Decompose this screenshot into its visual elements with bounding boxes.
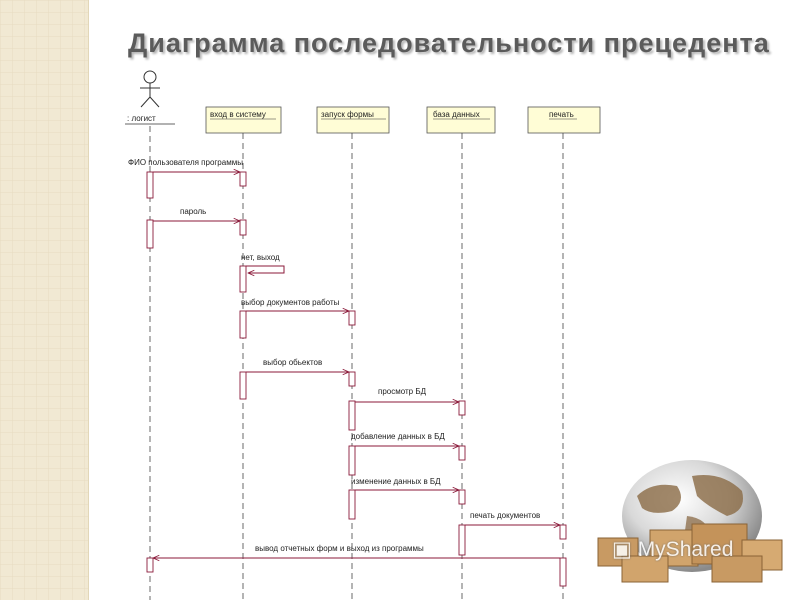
page-title: Диаграмма последовательности прецедента	[128, 28, 770, 58]
message-label: добавление данных в БД	[351, 432, 445, 441]
activation-bar	[239, 371, 247, 400]
message-label: нет, выход	[241, 253, 280, 262]
lifelines	[149, 126, 564, 600]
lifeline-label-print: печать	[549, 110, 574, 119]
lifeline-label-form: запуск формы	[321, 110, 374, 119]
globe-boxes-illustration	[592, 456, 792, 586]
activation-bar	[458, 524, 466, 556]
activation-bar	[239, 219, 247, 236]
activation-bars	[146, 171, 567, 587]
page-side-border	[0, 0, 89, 600]
message-label: просмотр БД	[378, 387, 427, 396]
activation-bar	[239, 310, 247, 339]
message-arrows	[153, 172, 560, 558]
message-label: изменение данных в БД	[351, 477, 441, 486]
activation-bar	[559, 557, 567, 587]
activation-bar	[239, 171, 247, 187]
activation-bar	[458, 489, 466, 505]
presentation-icon: ▣	[612, 538, 638, 561]
activation-bar	[146, 219, 154, 249]
watermark-text: MyShared	[637, 538, 734, 561]
activation-bar	[348, 489, 356, 520]
activation-bar	[146, 557, 154, 573]
activation-bar	[146, 171, 154, 199]
activation-bar	[458, 445, 466, 461]
message-label: вывод отчетных форм и выход из программы	[255, 544, 424, 553]
lifeline-box-database: база данных	[426, 106, 496, 134]
activation-bar	[348, 310, 356, 326]
border-pattern	[0, 0, 88, 600]
message-label: пароль	[180, 207, 206, 216]
activation-bar	[458, 400, 466, 416]
activation-bar	[348, 400, 356, 431]
actor-label: : логист	[127, 114, 156, 123]
message-label: печать документов	[470, 511, 540, 520]
lifeline-box-login: вход в систему	[205, 106, 282, 134]
message-label: выбор документов работы	[241, 298, 340, 307]
activation-bar	[559, 524, 567, 540]
activation-bar	[239, 265, 247, 293]
activation-bar	[348, 371, 356, 387]
lifeline-label-login: вход в систему	[210, 110, 266, 119]
lifeline-box-print: печать	[527, 106, 601, 134]
actor-logist: : логист	[125, 70, 175, 125]
lifeline-label-database: база данных	[433, 110, 480, 119]
globe-icon	[597, 460, 783, 583]
message-label: ФИО пользователя программы	[128, 158, 243, 167]
watermark-logo: ▣ MyShared	[612, 537, 733, 562]
activation-bar	[348, 445, 356, 476]
self-message-arrow	[246, 265, 285, 273]
lifeline-box-form: запуск формы	[316, 106, 390, 134]
message-label: выбор обьектов	[263, 358, 322, 367]
